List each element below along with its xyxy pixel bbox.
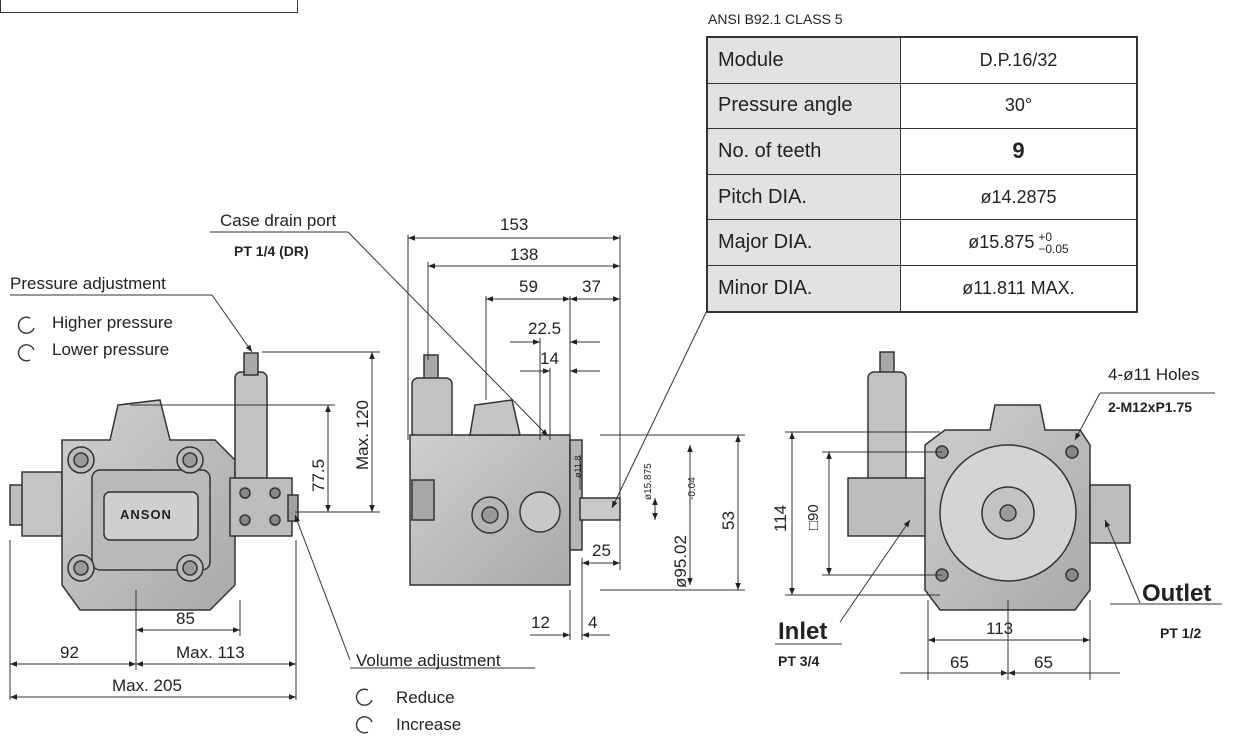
tol-lower: −0.05	[1038, 241, 1069, 256]
spec-key: Pitch DIA.	[706, 173, 901, 221]
outlet-label: Outlet	[1142, 580, 1212, 607]
higher-pressure-label: Higher pressure	[52, 313, 173, 332]
dim-65-right: 65	[1034, 653, 1053, 672]
spec-key: Pressure angle	[706, 82, 901, 130]
dim-53: 53	[719, 511, 738, 530]
volume-adjustment-label: Volume adjustment	[356, 651, 501, 670]
spec-value-major: ø15.875+0−0.05	[900, 219, 1138, 266]
spec-key: Minor DIA.	[706, 264, 901, 313]
pump-front-view	[9, 352, 299, 611]
table-caption: ANSI B92.1 CLASS 5	[708, 11, 843, 27]
dim-113: 113	[986, 619, 1014, 638]
dim-12: 12	[531, 613, 550, 632]
dim-37: 37	[582, 277, 601, 296]
table-row: Pitch DIA.ø14.2875	[706, 173, 1138, 221]
spec-value: D.P.16/32	[900, 36, 1138, 84]
dim-95-tol: -0.04	[687, 477, 698, 500]
dim-max205: Max. 205	[112, 676, 182, 695]
dim-15-875: ø15.875	[643, 463, 654, 500]
dim-65-left: 65	[950, 653, 969, 672]
rotation-icons	[17, 316, 373, 734]
brand-logo: ANSON	[120, 507, 172, 522]
inlet-spec: PT 3/4	[778, 653, 820, 669]
pressure-adjustment-label: Pressure adjustment	[10, 274, 166, 293]
thread-label: 2-M12xP1.75	[1108, 399, 1193, 415]
pump-side-view	[409, 354, 621, 586]
dim-max113: Max. 113	[176, 643, 245, 662]
dim-77-5: 77.5	[309, 458, 328, 492]
dim-95-02: ø95.02	[671, 535, 690, 588]
dim-114: 114	[771, 504, 790, 532]
spec-value: ø15.875	[968, 231, 1035, 252]
reduce-label: Reduce	[396, 688, 455, 707]
inlet-label: Inlet	[778, 618, 828, 645]
table-row: Major DIA.ø15.875+0−0.05	[706, 219, 1138, 266]
spec-key: No. of teeth	[706, 128, 901, 175]
holes-label: 4-ø11 Holes	[1108, 365, 1200, 384]
dim-59: 59	[519, 277, 538, 296]
spec-key: Major DIA.	[706, 219, 901, 266]
dim-138: 138	[510, 245, 539, 264]
tolerance: +0−0.05	[1038, 231, 1068, 255]
dim-153: 153	[500, 215, 529, 234]
dim-25: 25	[592, 541, 611, 560]
dim-11-8: ø11.8	[573, 455, 583, 478]
spec-value: ø11.811 MAX.	[900, 264, 1138, 313]
increase-label: Increase	[396, 715, 462, 734]
title-tab	[0, 0, 298, 13]
lower-pressure-label: Lower pressure	[52, 340, 170, 359]
table-row: Minor DIA.ø11.811 MAX.	[706, 264, 1138, 313]
dim-92: 92	[60, 643, 79, 662]
tol-upper: +0	[1038, 229, 1053, 244]
pump-rear-view	[847, 351, 1131, 611]
dim-85-value: 85	[176, 609, 195, 628]
dimension-lines	[9, 231, 1222, 700]
spec-value: 9	[900, 128, 1138, 175]
dim-14: 14	[540, 349, 559, 368]
dim-90: □90	[805, 504, 822, 530]
case-drain-spec: PT 1/4 (DR)	[234, 243, 309, 259]
dim-4: 4	[588, 613, 598, 632]
dim-22-5: 22.5	[528, 319, 562, 338]
spec-value: ø14.2875	[900, 173, 1138, 221]
case-drain-label: Case drain port	[220, 211, 337, 230]
spec-key: Module	[706, 36, 901, 84]
outlet-spec: PT 1/2	[1160, 625, 1202, 641]
dim-max120: Max. 120	[353, 400, 372, 470]
spec-value: 30°	[900, 82, 1138, 130]
